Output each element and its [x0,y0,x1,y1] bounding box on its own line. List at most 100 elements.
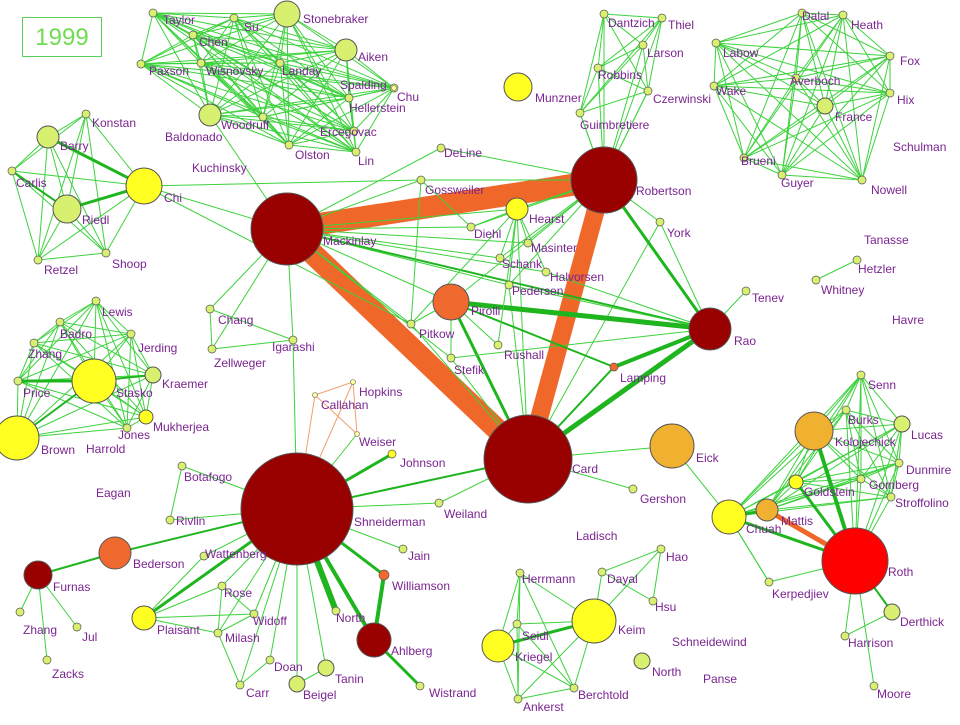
node-hellerstein[interactable] [344,93,354,103]
node-larson[interactable] [638,40,648,50]
node-jones[interactable] [122,423,132,433]
node-furnas[interactable] [23,560,53,590]
node-dunmire[interactable] [894,458,904,468]
node-keim[interactable] [571,598,617,644]
node-brueni[interactable] [739,153,749,163]
node-shneiderman[interactable] [240,452,354,566]
node-shoop[interactable] [101,248,111,258]
node-north2[interactable] [633,652,651,670]
node-zacks[interactable] [42,655,52,665]
node-harrison[interactable] [840,631,850,641]
node-bederson[interactable] [98,536,132,570]
node-landay[interactable] [275,58,285,68]
node-hao[interactable] [656,544,666,554]
node-lin[interactable] [351,147,361,157]
node-burks[interactable] [841,405,851,415]
node-zhang1[interactable] [29,338,39,348]
node-woodruff[interactable] [258,112,268,122]
node-carlis[interactable] [7,166,17,176]
node-tanin[interactable] [317,659,335,677]
node-hearst[interactable] [505,197,529,221]
node-herrmann[interactable] [515,568,525,578]
node-halvorsen[interactable] [541,267,551,277]
node-williamson[interactable] [378,569,390,581]
node-labow[interactable] [711,38,721,48]
node-chi[interactable] [125,167,163,205]
node-rivlin[interactable] [165,515,175,525]
node-beigel[interactable] [288,675,306,693]
node-whitney[interactable] [811,275,821,285]
node-averboch[interactable] [791,73,801,83]
node-ercegovac[interactable] [349,126,359,136]
node-dalal[interactable] [797,8,807,18]
node-lamping[interactable] [609,362,619,372]
node-stonebraker[interactable] [273,0,301,28]
node-chang[interactable] [205,304,215,314]
node-thiel[interactable] [657,13,667,23]
node-masinter[interactable] [523,238,533,248]
node-robbins[interactable] [593,63,603,73]
node-heath[interactable] [838,10,848,20]
node-pedersen[interactable] [504,280,514,290]
node-deline[interactable] [436,143,446,153]
node-badro[interactable] [55,317,65,327]
node-hopkins[interactable] [350,379,356,385]
node-weiland[interactable] [434,498,444,508]
node-card[interactable] [483,414,573,504]
node-nowell[interactable] [857,175,867,185]
node-jain[interactable] [398,544,408,554]
node-hix[interactable] [885,88,895,98]
node-diehl[interactable] [466,222,476,232]
node-konstan[interactable] [81,109,91,119]
node-kolojechick[interactable] [794,411,834,451]
node-retzel[interactable] [33,255,43,265]
node-york[interactable] [655,217,665,227]
node-brown[interactable] [0,415,40,461]
node-rushall[interactable] [493,340,503,350]
node-taylor[interactable] [148,8,158,18]
node-lucas[interactable] [893,415,911,433]
node-olston[interactable] [284,140,294,150]
node-barry[interactable] [36,125,60,149]
node-su[interactable] [229,13,239,23]
node-france[interactable] [816,97,834,115]
node-zhang2[interactable] [15,607,25,617]
node-ankerst[interactable] [513,694,523,704]
node-paxson[interactable] [136,59,146,69]
node-chu[interactable] [391,85,397,91]
node-milash[interactable] [213,628,223,638]
node-hsu[interactable] [648,596,658,606]
node-schank[interactable] [495,253,505,263]
node-pirolli[interactable] [432,283,470,321]
node-eick[interactable] [649,423,695,469]
node-derthick[interactable] [883,603,901,621]
node-berchtold[interactable] [569,683,579,693]
node-rao[interactable] [688,307,732,351]
node-price[interactable] [13,376,23,386]
node-weiser[interactable] [354,431,360,437]
node-gossweiler[interactable] [416,175,426,185]
node-riedl[interactable] [52,194,82,224]
node-rose[interactable] [217,581,227,591]
node-kriegel[interactable] [481,629,515,663]
node-botafogo[interactable] [177,461,187,471]
node-carr[interactable] [235,680,245,690]
node-kraemer[interactable] [144,366,162,384]
node-guimbretiere[interactable] [575,108,585,118]
node-ahlberg[interactable] [356,622,392,658]
node-jerding[interactable] [126,329,136,339]
node-wake[interactable] [709,81,719,91]
node-goldstein[interactable] [788,474,804,490]
node-zellweger[interactable] [207,344,217,354]
node-wistrand[interactable] [415,681,425,691]
node-igarashi[interactable] [288,335,298,345]
node-robertson[interactable] [570,146,638,214]
node-moore[interactable] [869,681,879,691]
node-dantzich[interactable] [599,9,609,19]
node-chuah[interactable] [711,499,747,535]
node-hetzler[interactable] [852,255,862,265]
node-roth[interactable] [821,527,889,595]
node-plaisant[interactable] [131,605,157,631]
node-wattenberg[interactable] [199,551,209,561]
node-kerpedjiev[interactable] [764,577,774,587]
